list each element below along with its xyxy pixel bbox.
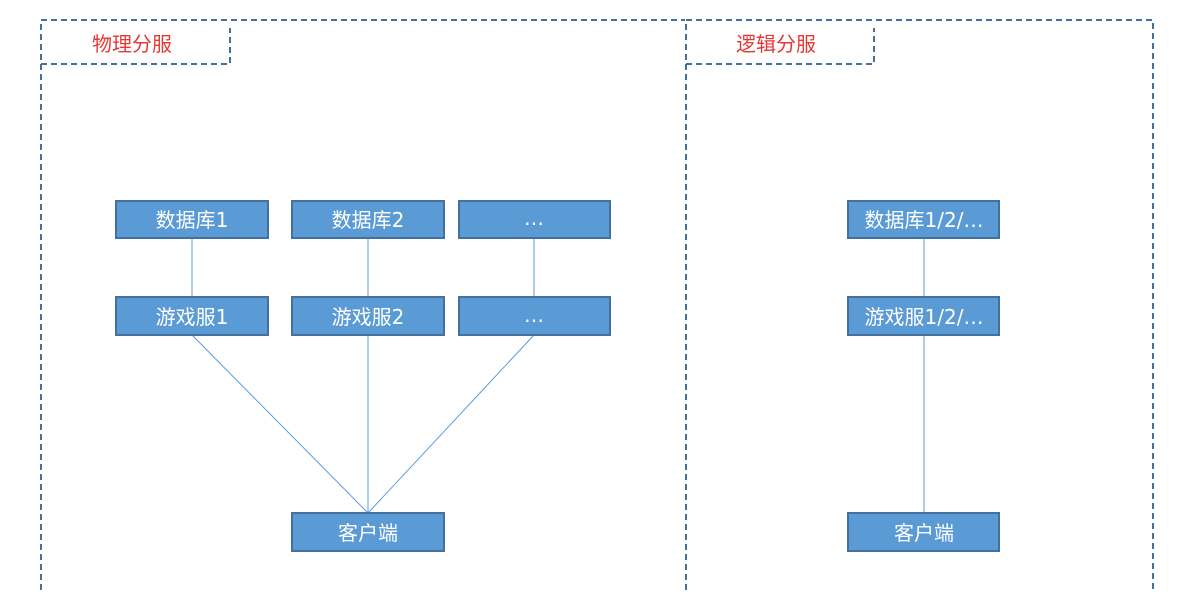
logical-panel-title: 逻辑分服 [736,32,816,56]
physical-panel: 物理分服 数据库1 数据库2 … 游戏服1 [40,19,685,590]
physical-game-node-1: 游戏服1 [115,296,269,336]
physical-db-node-1: 数据库1 [115,200,269,239]
physical-client-node: 客户端 [291,512,445,552]
physical-game-node-3: … [458,296,611,336]
physical-connectors [191,238,535,514]
physical-game-label-3: … [524,303,544,327]
connector-game1-client [191,334,369,514]
logical-title-box [686,28,875,65]
logical-client-node: 客户端 [847,512,1000,552]
physical-panel-border [40,19,685,590]
logical-panel: 逻辑分服 数据库1/2/… 游戏服1/2/… 客户端 [685,19,1154,590]
logical-game-node: 游戏服1/2/… [847,296,1000,336]
physical-client-label: 客户端 [338,521,398,545]
physical-db-label-1: 数据库1 [156,208,229,232]
logical-game-label: 游戏服1/2/… [865,305,984,329]
logical-db-label: 数据库1/2/… [865,208,984,232]
physical-title-box [41,28,231,65]
physical-game-label-2: 游戏服2 [332,305,405,329]
logical-panel-border [685,19,1154,590]
physical-db-node-3: … [458,200,611,239]
physical-db-node-2: 数据库2 [291,200,445,239]
physical-game-node-2: 游戏服2 [291,296,445,336]
physical-db-label-2: 数据库2 [332,208,405,232]
physical-panel-title: 物理分服 [92,32,172,56]
logical-db-node: 数据库1/2/… [847,200,1000,239]
logical-client-label: 客户端 [894,521,954,545]
physical-game-label-1: 游戏服1 [156,305,229,329]
connector-game3-client [367,334,535,514]
physical-db-label-3: … [524,206,544,230]
